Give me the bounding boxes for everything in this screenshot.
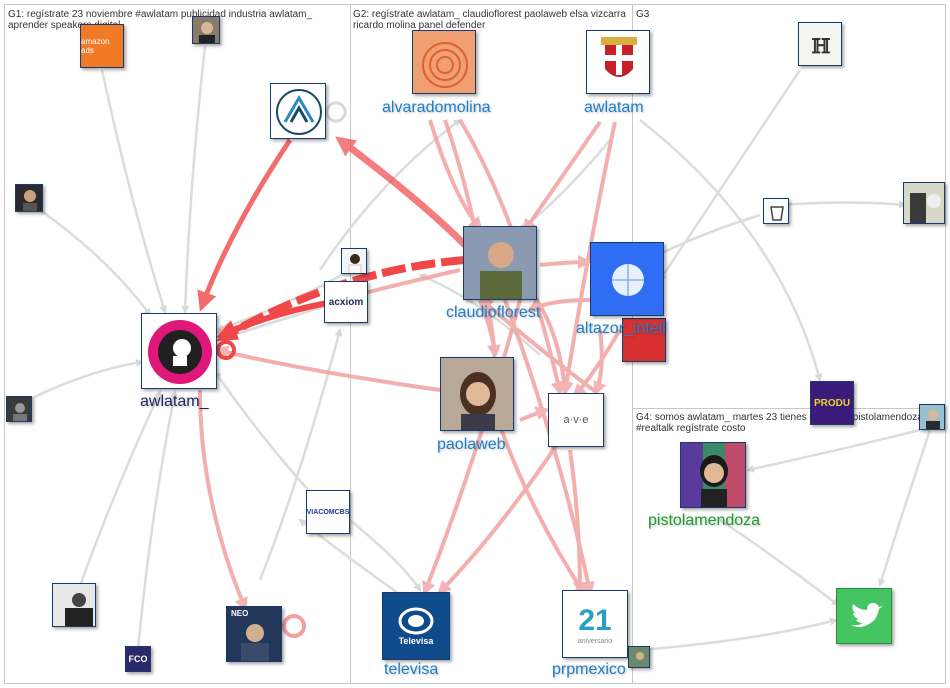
node-avatar-man-beard[interactable] <box>15 184 43 212</box>
label-paolaweb: paolaweb <box>437 436 506 453</box>
node-amazon-ads[interactable]: amazon ads <box>80 24 124 68</box>
node-acxiom[interactable]: acxiom <box>324 281 368 323</box>
produ-logo-text: PRODU <box>813 397 851 409</box>
label-altazor-intell: altazor_intell <box>576 320 666 337</box>
coat-of-arms-icon <box>587 31 649 93</box>
person-avatar-icon <box>904 183 944 223</box>
fingerprint-icon <box>413 31 475 93</box>
label-alvaradomolina: alvaradomolina <box>382 99 491 116</box>
node-twitter[interactable] <box>836 588 892 644</box>
ave-logo-text: a·v·e <box>563 414 589 426</box>
group-partitions <box>4 4 946 684</box>
globe-icon <box>591 243 663 315</box>
label-pistolamendoza: pistolamendoza <box>648 512 761 529</box>
amazon-ads-logo-text: amazon ads <box>81 37 110 55</box>
fco-logo-text: FCO <box>128 654 148 664</box>
node-televisa[interactable]: Televisa <box>382 592 450 660</box>
node-viacomcbs[interactable]: VIACOMCBS <box>306 490 350 534</box>
person-avatar-icon <box>227 607 281 661</box>
self-loops <box>216 101 347 638</box>
node-pistolamendoza[interactable] <box>680 442 746 508</box>
node-avatar-man-black-white[interactable] <box>52 583 96 627</box>
node-ave[interactable]: a·v·e <box>548 393 604 447</box>
prp-logo-sub: aniversario <box>577 637 613 645</box>
svg-text:ℍ: ℍ <box>812 34 831 58</box>
group-label-g1: G1: regístrate 23 noviembre #awlatam pub… <box>8 9 313 31</box>
node-claudioflorest[interactable] <box>463 226 537 300</box>
person-avatar-icon <box>464 227 536 299</box>
node-neo[interactable]: NEO <box>226 606 282 662</box>
prp-logo-number: 21 <box>578 603 612 637</box>
awlatam-brand-icon <box>148 320 212 384</box>
person-avatar-icon <box>920 405 944 429</box>
person-avatar-icon <box>681 443 745 507</box>
televisa-brand-icon <box>398 607 434 635</box>
person-avatar-icon <box>629 647 649 667</box>
group-label-g2: G2: regístrate awlatam_ claudioflorest p… <box>353 9 626 31</box>
node-red-square[interactable] <box>622 318 666 362</box>
node-avatar-small-prp[interactable] <box>628 646 650 668</box>
node-avatar-woman[interactable] <box>341 248 367 274</box>
node-hb-monogram[interactable]: ℍ <box>798 22 842 66</box>
node-produ[interactable]: PRODU <box>810 381 854 425</box>
group-label-g3: G3 <box>636 9 650 20</box>
label-awlatam: awlatam <box>584 99 644 116</box>
node-bucket-icon[interactable] <box>763 198 789 224</box>
node-altazor-intell[interactable] <box>590 242 664 316</box>
label-prpmexico: prpmexico <box>552 661 626 678</box>
graph-border <box>4 4 946 684</box>
person-avatar-icon <box>53 584 95 626</box>
node-alvaradomolina[interactable] <box>412 30 476 94</box>
label-awlatam-underscore: awlatam_ <box>140 393 209 410</box>
label-televisa: televisa <box>384 661 439 678</box>
person-avatar-icon <box>193 17 219 43</box>
person-avatar-icon <box>7 397 31 421</box>
neo-logo-text: NEO <box>231 609 249 618</box>
label-claudioflorest: claudioflorest <box>446 304 541 321</box>
person-avatar-icon <box>16 185 42 211</box>
viacomcbs-logo-text: VIACOMCBS <box>306 508 350 516</box>
triangle-brand-icon <box>276 89 322 135</box>
node-awlatam-underscore[interactable] <box>141 313 217 389</box>
televisa-logo-text: Televisa <box>398 636 434 646</box>
node-avatar-g4[interactable] <box>919 404 945 430</box>
node-fco[interactable]: FCO <box>125 646 151 672</box>
monogram-icon: ℍ <box>799 23 841 65</box>
twitter-bird-icon <box>837 589 891 643</box>
group-label-g4: G4: somos awlatam_ martes 23 tienes escu… <box>636 412 923 434</box>
person-avatar-icon <box>441 358 513 430</box>
bucket-icon <box>764 199 788 223</box>
node-prpmexico[interactable]: 21 aniversario <box>562 590 628 658</box>
person-avatar-icon <box>342 249 366 273</box>
weak-edges <box>27 45 932 652</box>
node-triangle-logo[interactable] <box>270 83 326 139</box>
acxiom-logo-text: acxiom <box>328 296 364 308</box>
node-avatar-man-glasses[interactable] <box>192 16 220 44</box>
node-awlatam[interactable] <box>586 30 650 94</box>
node-avatar-dark[interactable] <box>6 396 32 422</box>
node-paolaweb[interactable] <box>440 357 514 431</box>
node-avatar-tattoo[interactable] <box>903 182 945 224</box>
red-brand-icon <box>623 319 665 361</box>
